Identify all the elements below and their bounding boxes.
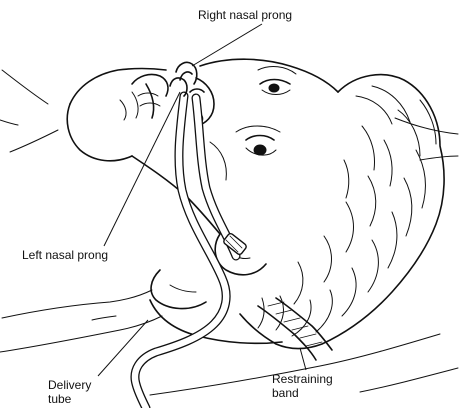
label-restraining-band-line1: Restraining [272,372,333,386]
label-delivery-tube: Delivery tube [48,378,91,406]
label-left-nasal-prong: Left nasal prong [22,248,108,262]
leader-left-nasal-prong [104,92,180,246]
leader-lines [98,24,306,376]
label-restraining-band-line2: band [272,386,333,400]
delivery-tube [135,96,247,408]
infant-eyes [236,67,296,156]
label-right-nasal-prong: Right nasal prong [198,8,292,22]
restraining-band [258,298,332,360]
infant-body [150,270,282,343]
infant-hair [240,75,444,349]
label-delivery-tube-line1: Delivery [48,378,91,392]
label-delivery-tube-line2: tube [48,392,91,406]
leader-restraining-band [300,348,306,370]
label-restraining-band: Restraining band [272,372,333,400]
